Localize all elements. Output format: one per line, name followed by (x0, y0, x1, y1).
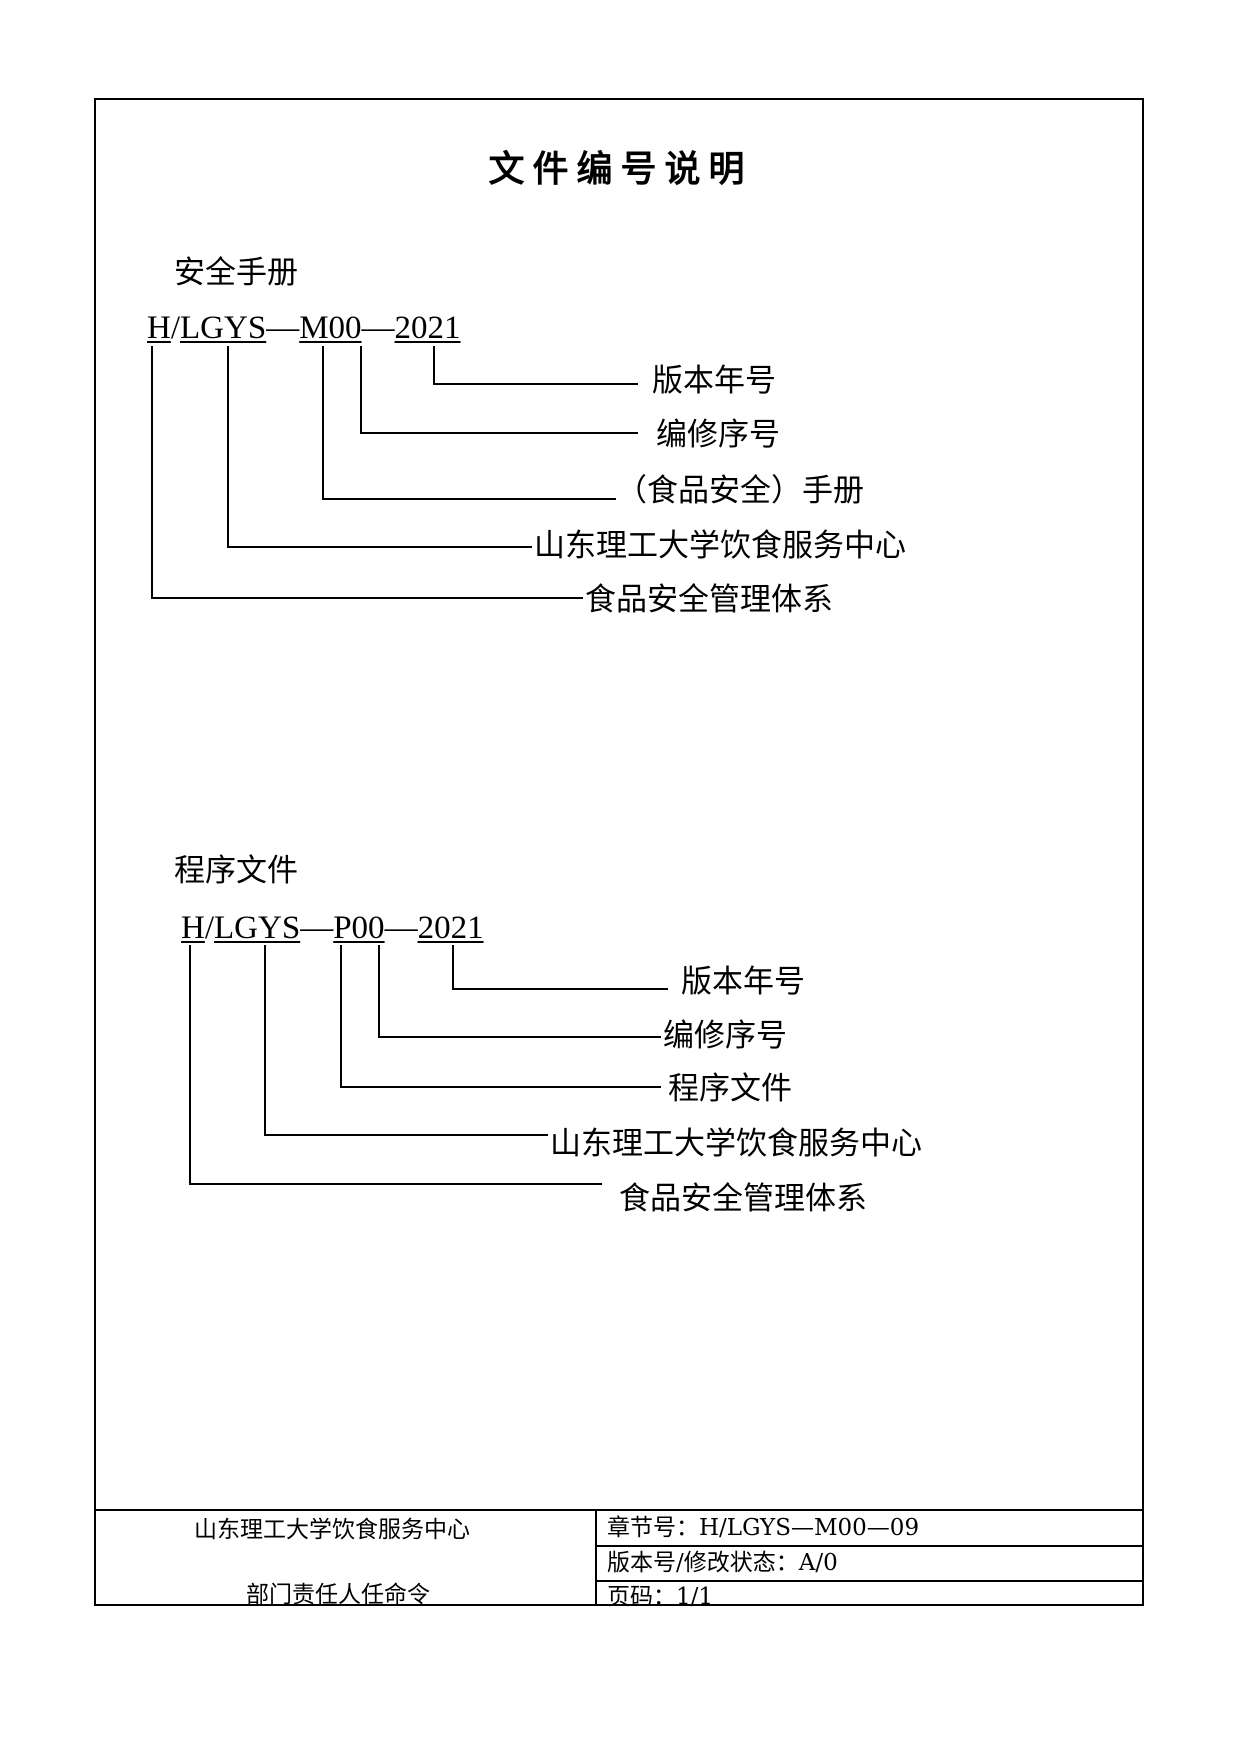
label-revision-no: 编修序号 (656, 417, 780, 453)
code-year: 2021 (394, 310, 461, 346)
code-h: H (147, 310, 171, 346)
connector-line (360, 432, 638, 434)
footer-top-border (94, 1509, 1144, 1511)
label-system: 食品安全管理体系 (585, 582, 833, 618)
label-manual-type: （食品安全）手册 (616, 473, 864, 509)
code-h: H (181, 910, 205, 946)
code-sep: — (361, 310, 395, 346)
code-sep: / (204, 910, 215, 946)
connector-line (378, 1036, 661, 1038)
code-year: 2021 (417, 910, 484, 946)
connector-line (264, 945, 266, 1136)
footer-row-border (595, 1545, 1144, 1547)
connector-line (452, 945, 454, 990)
manual-code: H/LGYS—M00—2021 (147, 312, 461, 345)
label-procedure-type: 程序文件 (668, 1071, 792, 1107)
footer-page: 页码：1/1 (607, 1584, 714, 1610)
connector-line (340, 945, 342, 1088)
footer-doc-name: 部门责任人任命令 (246, 1582, 430, 1608)
connector-line (322, 498, 616, 500)
label-organization: 山东理工大学饮食服务中心 (550, 1126, 922, 1162)
code-m: M00 (299, 310, 362, 346)
connector-line (378, 945, 380, 1038)
page-frame (94, 98, 1144, 1606)
connector-line (360, 346, 362, 434)
page-title: 文件编号说明 (488, 149, 753, 190)
label-system: 食品安全管理体系 (619, 1181, 867, 1217)
connector-line (264, 1134, 548, 1136)
code-p: P00 (333, 910, 385, 946)
code-lgys: LGYS (180, 310, 267, 346)
footer-divider (595, 1509, 597, 1606)
code-sep: / (170, 310, 181, 346)
footer-org: 山东理工大学饮食服务中心 (194, 1517, 470, 1543)
connector-line (151, 346, 153, 599)
footer-chapter: 章节号：H/LGYS—M00—09 (607, 1515, 920, 1541)
connector-line (340, 1086, 661, 1088)
procedure-heading: 程序文件 (174, 853, 298, 889)
connector-line (433, 383, 638, 385)
connector-line (151, 597, 583, 599)
connector-line (322, 346, 324, 500)
label-organization: 山东理工大学饮食服务中心 (534, 528, 906, 564)
connector-line (452, 988, 668, 990)
manual-heading: 安全手册 (174, 255, 298, 291)
code-sep: — (300, 910, 334, 946)
label-revision-no: 编修序号 (663, 1018, 787, 1054)
procedure-code: H/LGYS—P00—2021 (181, 912, 484, 945)
code-sep: — (266, 310, 300, 346)
connector-line (189, 1183, 602, 1185)
connector-line (433, 346, 435, 385)
footer-row-border (595, 1580, 1144, 1582)
label-version-year: 版本年号 (652, 363, 776, 399)
code-sep: — (384, 910, 418, 946)
connector-line (227, 546, 532, 548)
label-version-year: 版本年号 (681, 964, 805, 1000)
connector-line (227, 346, 229, 548)
footer-version: 版本号/修改状态：A/0 (607, 1550, 838, 1576)
code-lgys: LGYS (214, 910, 301, 946)
connector-line (189, 945, 191, 1185)
